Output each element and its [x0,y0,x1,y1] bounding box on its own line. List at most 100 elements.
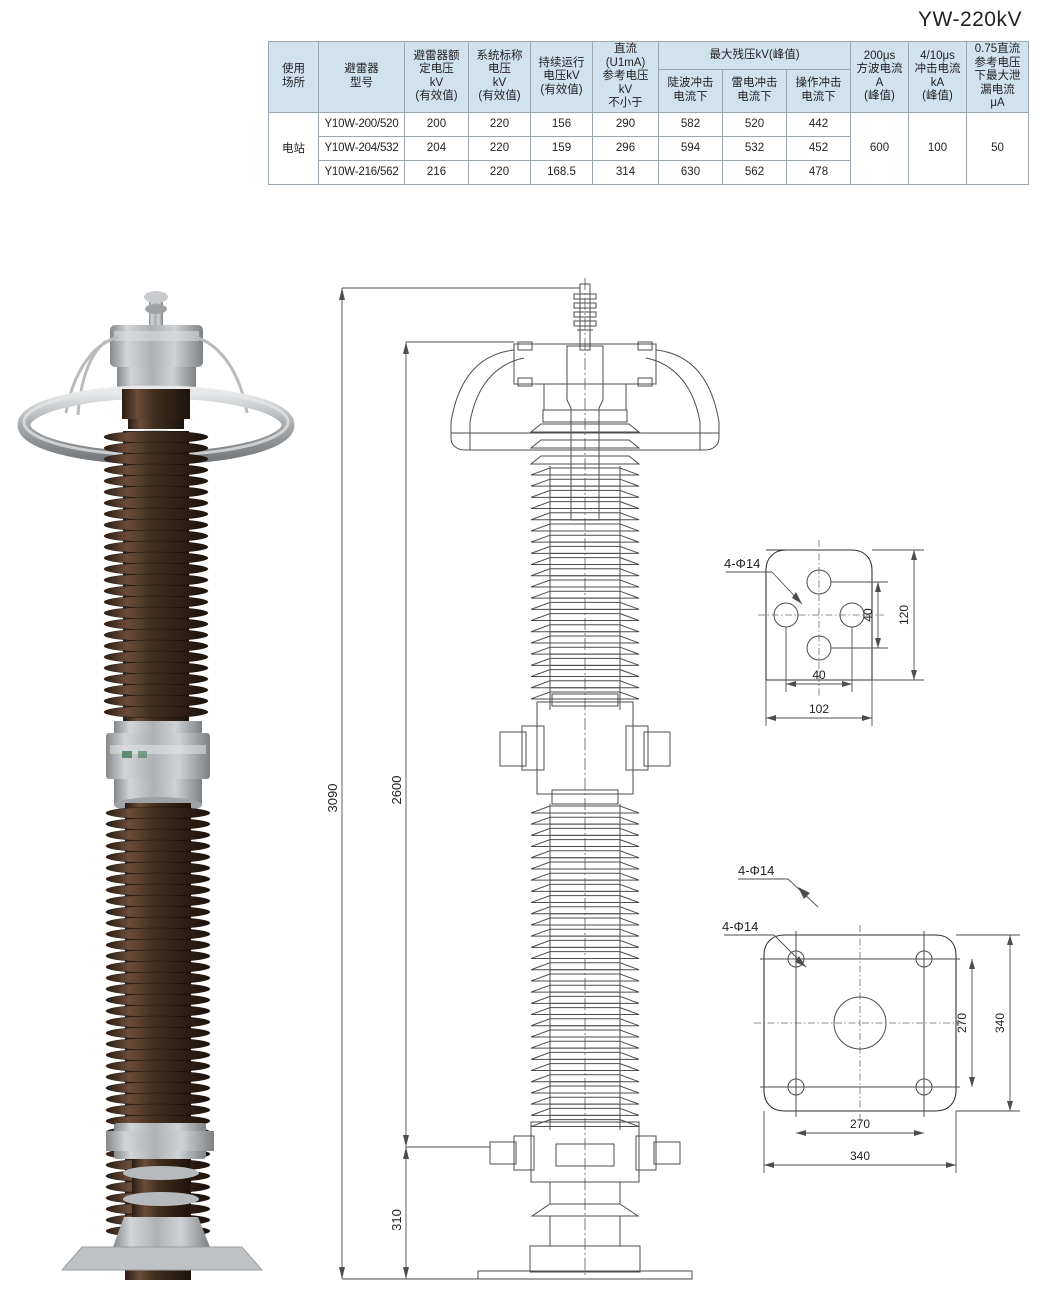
th-model: 避雷器型号 [318,41,405,113]
th-lightning-text: 雷电冲击电流下 [731,77,778,104]
cell-system-voltage: 220 [468,135,531,161]
th-steep-wave: 陡波冲击电流下 [658,69,723,113]
dim-3090-label: 3090 [325,784,340,813]
cell-rated-voltage: 200 [404,111,469,137]
cell-continuous-voltage: 159 [530,135,593,161]
cell-steep-wave: 630 [658,159,723,185]
middle-flange [499,693,671,805]
cell-square-wave: 600 [850,111,909,185]
base-plate-spacing-v: 270 [955,1013,969,1033]
dim-310-label: 310 [389,1209,404,1231]
cell-rated-voltage: 204 [404,135,469,161]
cell-leakage: 50 [966,111,1029,185]
table-row: Y10W-216/562 216 220 168.5 314 630 562 4… [269,159,1029,185]
dim-overall-height: 3090 [325,287,580,1280]
cell-usage-place: 电站 [268,111,319,185]
cell-switching: 478 [786,159,851,185]
table-row: Y10W-204/532 204 220 159 296 594 532 452 [269,135,1029,161]
cell-lightning: 520 [722,111,787,137]
top-plate-height: 120 [897,605,911,625]
top-plate-width: 102 [809,702,829,716]
main-dimension-lines: 3090 2600 310 [325,287,580,1280]
photo-sheds-upper [103,430,209,719]
th-switching-text: 操作冲击电流下 [795,77,842,104]
top-plate-spacing-h: 40 [812,668,826,682]
th-steep-wave-text: 陡波冲击电流下 [667,77,714,104]
cell-switching: 442 [786,111,851,137]
cell-steep-wave: 594 [658,135,723,161]
base-plate-detail: 4-Φ14 [722,863,1020,1173]
technical-drawing-svg: 3090 2600 310 [325,278,1020,1280]
photo-top-stud [144,291,168,327]
cell-continuous-voltage: 168.5 [530,159,593,185]
top-terminal-stud [573,283,597,351]
upper-shed-group-1 [529,409,641,465]
th-model-text: 避雷器型号 [344,63,379,89]
base-plate-height: 340 [993,1013,1007,1033]
th-residual-group-text: 最大残压kV(峰值) [709,48,800,61]
th-usage-place: 使用场所 [268,41,319,113]
cell-dc-reference: 314 [592,159,659,185]
cell-model: Y10W-200/520 [318,111,405,137]
header-row-2: 陡波冲击电流下 雷电冲击电流下 操作冲击电流下 [269,69,1029,113]
th-continuous-voltage: 持续运行电压kV(有效值) [530,41,593,113]
cell-system-voltage: 220 [468,159,531,185]
cell-rated-voltage: 216 [404,159,469,185]
base-plate-spacing-h: 270 [850,1117,870,1131]
cell-continuous-voltage: 156 [530,111,593,137]
base-plate-callout-top: 4-Φ14 [738,863,819,908]
cell-lightning: 532 [722,135,787,161]
technical-drawing: 3090 2600 310 [318,270,1040,1285]
cell-system-voltage: 220 [468,111,531,137]
cell-model: Y10W-204/532 [318,135,405,161]
base-plate-hole-spec-callout: 4-Φ14 [738,863,774,878]
cell-steep-wave: 582 [658,111,723,137]
th-switching: 操作冲击电流下 [786,69,851,113]
photo-base-flange [60,1123,264,1271]
product-photo [10,285,310,1280]
base-plate-width: 340 [850,1149,870,1163]
th-lightning: 雷电冲击电流下 [722,69,787,113]
top-plate-detail: 4-Φ14 40 120 4 [724,540,924,726]
page-title: YW-220kV [918,8,1022,31]
insulator-column-lower [530,804,640,1130]
table-row: 电站 Y10W-200/520 200 220 156 290 582 520 … [268,111,1029,185]
cell-lightning: 562 [722,159,787,185]
cell-dc-reference: 290 [592,111,659,137]
th-residual-group: 最大残压kV(峰值) [658,40,851,71]
product-photo-svg [17,291,295,1280]
insulator-column-upper [530,466,640,710]
dim-2600-label: 2600 [389,776,404,805]
dim-insulator-height: 2600 [389,341,514,1148]
top-plate-spacing-v: 40 [861,608,875,622]
photo-middle-flange [106,721,210,813]
elevation-view [450,278,720,1280]
base-flange [477,1121,693,1280]
cell-model: Y10W-216/562 [318,159,405,185]
base-plate-hole-spec: 4-Φ14 [722,919,758,934]
top-plate-hole-spec: 4-Φ14 [724,556,760,571]
th-continuous-voltage-text: 持续运行电压kV(有效值) [538,56,585,96]
cell-switching: 452 [786,135,851,161]
cell-dc-reference: 296 [592,135,659,161]
spec-table-body: 电站 Y10W-200/520 200 220 156 290 582 520 … [268,111,1029,185]
grading-ring [450,349,720,451]
th-usage-place-text: 使用场所 [282,63,305,89]
cell-impulse-current: 100 [908,111,967,185]
